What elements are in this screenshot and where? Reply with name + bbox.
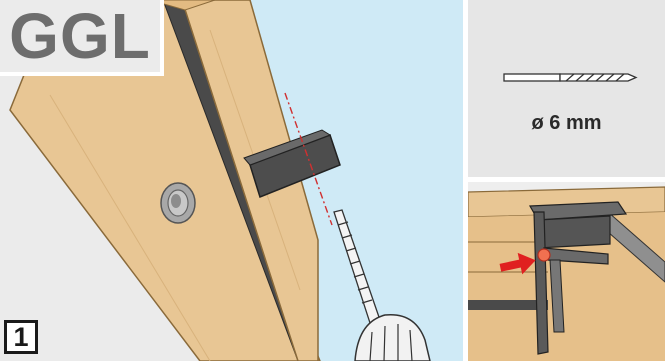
drill-bit-panel: ø 6 mm — [468, 0, 665, 177]
step-number: 1 — [4, 320, 38, 354]
drill-bit-icon — [468, 0, 665, 177]
bracket-detail-illustration — [468, 182, 665, 361]
bracket-detail-panel — [468, 182, 665, 361]
main-illustration-panel: GGL 1 — [0, 0, 463, 361]
indicator-dot — [538, 249, 550, 261]
screw-hole-icon — [161, 183, 195, 223]
product-label: GGL — [0, 0, 164, 76]
drill-size-label: ø 6 mm — [468, 112, 665, 135]
